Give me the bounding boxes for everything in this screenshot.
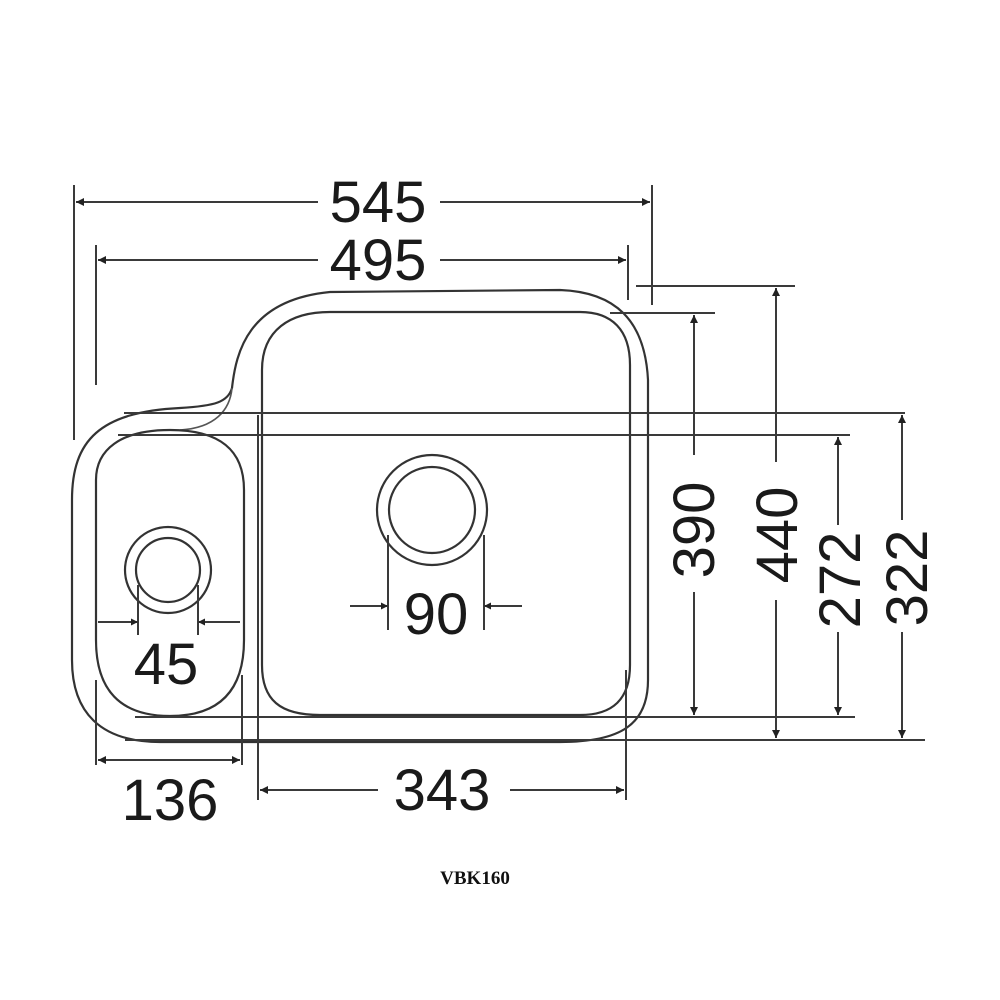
dimension-small-outer-depth: 322 (875, 415, 940, 738)
svg-text:545: 545 (330, 170, 427, 235)
svg-text:272: 272 (808, 532, 873, 629)
svg-text:90: 90 (404, 582, 469, 647)
dimension-small-bowl-depth: 272 (808, 437, 873, 715)
sink-outer-outline (70, 288, 650, 744)
dimension-main-bowl-depth: 390 (662, 315, 727, 715)
svg-text:322: 322 (875, 530, 940, 627)
small-drain-icon (123, 525, 213, 615)
svg-text:440: 440 (745, 487, 810, 584)
dimension-inner-width: 495 (98, 228, 626, 293)
main-bowl-outline (179, 310, 632, 717)
small-bowl-outline (94, 428, 246, 718)
svg-text:45: 45 (134, 632, 199, 697)
dimension-overall-width: 545 (76, 170, 650, 235)
model-label: VBK160 (440, 868, 510, 889)
svg-text:495: 495 (330, 228, 427, 293)
main-drain-icon (375, 453, 489, 567)
svg-text:390: 390 (662, 482, 727, 579)
dimension-main-drain: 90 (350, 582, 522, 647)
dimension-small-bowl-width: 136 (98, 756, 240, 833)
dimension-overall-depth: 440 (745, 288, 810, 738)
extension-lines (73, 185, 925, 800)
dimension-small-drain: 45 (98, 618, 240, 697)
svg-text:136: 136 (122, 768, 219, 833)
dimension-main-bowl-width: 343 (260, 758, 624, 823)
svg-text:343: 343 (394, 758, 491, 823)
